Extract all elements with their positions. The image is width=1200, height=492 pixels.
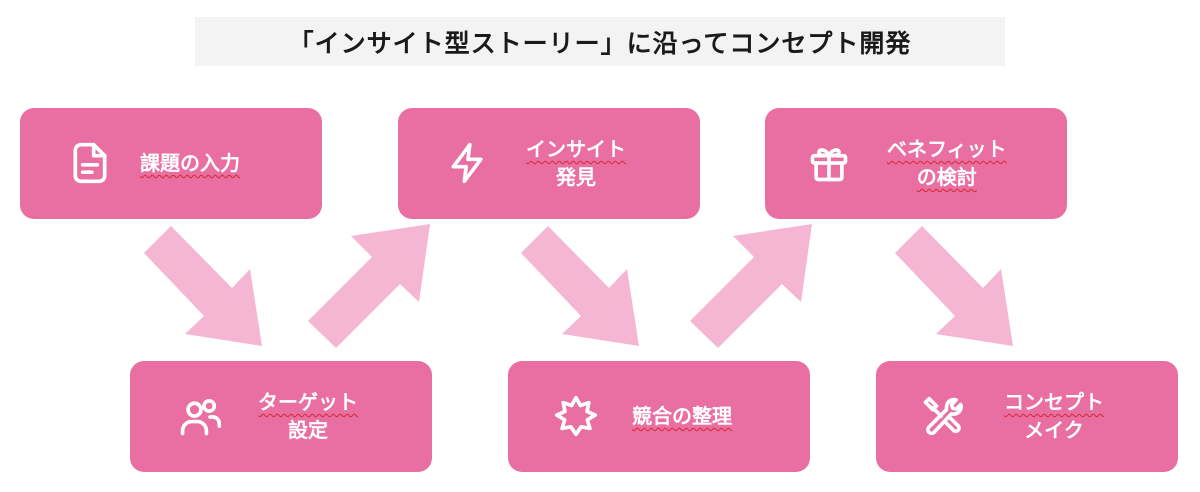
step-competition-label: 競合の整理: [632, 402, 732, 430]
burst-icon: [554, 394, 598, 438]
step-input-label: 課題の入力: [140, 149, 240, 177]
tools-icon: [920, 395, 964, 439]
users-icon: [178, 395, 222, 439]
step-input-line-1: 課題の入力: [140, 151, 240, 175]
step-target-label: ターゲット 設定: [258, 388, 358, 444]
arrow-input-to-target: [144, 226, 262, 346]
step-benefit-label: ベネフィット の検討: [887, 135, 1007, 191]
step-competition-line-1: 競合の整理: [632, 404, 732, 428]
step-competition: 競合の整理: [508, 361, 810, 472]
step-concept: コンセプト メイク: [876, 361, 1178, 472]
step-insight: インサイト 発見: [398, 108, 700, 219]
step-insight-line-1: インサイト: [526, 137, 626, 161]
step-benefit-line-1: ベネフィット: [887, 137, 1007, 161]
step-concept-line-2: メイク: [1024, 418, 1084, 442]
step-concept-line-1: コンセプト: [1004, 390, 1104, 414]
step-benefit-line-2: の検討: [916, 165, 977, 189]
step-concept-label: コンセプト メイク: [1004, 388, 1104, 444]
gift-icon: [807, 141, 851, 185]
arrow-benefit-to-concept: [895, 226, 1013, 346]
step-insight-label: インサイト 発見: [526, 135, 626, 191]
arrow-target-to-insight: [308, 224, 430, 348]
arrow-competition-to-benefit: [690, 224, 812, 348]
step-target: ターゲット 設定: [130, 361, 432, 472]
step-input: 課題の入力: [20, 108, 322, 219]
step-insight-line-2: 発見: [556, 165, 596, 189]
page-title: 「インサイト型ストーリー」に沿ってコンセプト開発: [288, 28, 912, 58]
step-target-line-2: 設定: [288, 418, 328, 442]
step-benefit: ベネフィット の検討: [765, 108, 1067, 219]
arrow-insight-to-competition: [521, 226, 639, 346]
document-icon: [68, 141, 112, 185]
title-bar: 「インサイト型ストーリー」に沿ってコンセプト開発: [195, 17, 1005, 66]
lightning-icon: [446, 141, 490, 185]
step-target-line-1: ターゲット: [258, 390, 358, 414]
